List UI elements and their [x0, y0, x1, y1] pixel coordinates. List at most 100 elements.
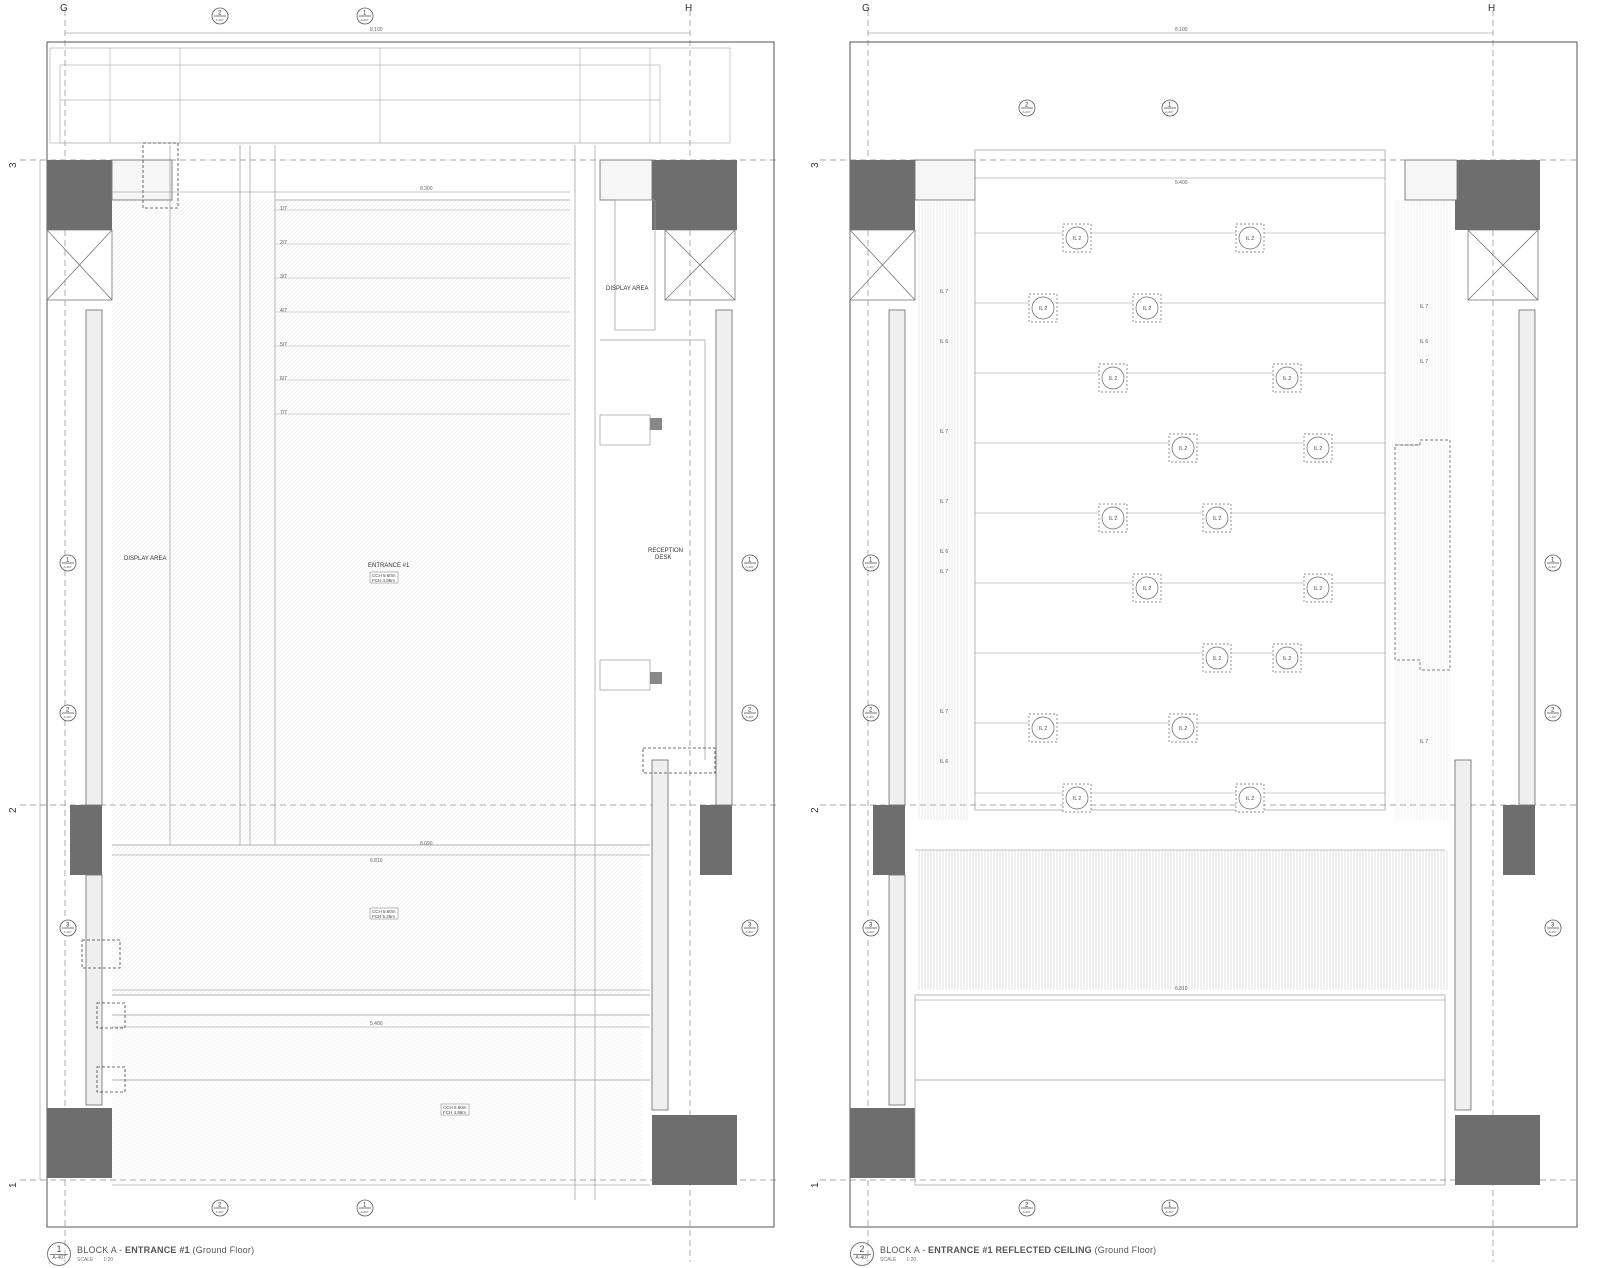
section-marker-number: 3: [869, 923, 873, 929]
side-tag: IL 6: [940, 549, 948, 555]
light-fixture: IL 2: [1235, 223, 1265, 253]
light-tag: IL 2: [1283, 376, 1291, 382]
step-label: 5/7: [280, 342, 287, 348]
ceiling-slat-zone-left: [918, 200, 968, 820]
side-tag: IL 7: [940, 289, 948, 295]
canopy-structure: [49, 47, 731, 144]
section-marker-ref: A-407: [64, 715, 72, 719]
grid-label-g-right: G: [862, 3, 870, 14]
light-fixture: IL 2: [1132, 573, 1162, 603]
view-title-main: ENTRANCE #1: [125, 1245, 190, 1255]
section-marker: 2A-407: [1544, 704, 1562, 722]
side-tag: IL 7: [940, 709, 948, 715]
section-marker-ref: A-407: [1023, 1210, 1031, 1214]
tag-cch-1: CCH 5.60m: [372, 573, 396, 578]
light-fixture: IL 2: [1272, 643, 1302, 673]
section-marker-ref: A-407: [361, 1210, 369, 1214]
label-display-area-left: DISPLAY AREA: [124, 556, 166, 562]
view-number: 1: [56, 1244, 62, 1254]
dimension-lines: [39, 32, 690, 1186]
light-tag: IL 2: [1213, 656, 1221, 662]
room-labels: ENTRANCE #1 DISPLAY AREA DISPLAY AREA RE…: [124, 286, 683, 569]
tag-fch-3: FCH 4.96m: [443, 1110, 466, 1115]
grid-label-1-left: 1: [8, 1182, 19, 1188]
light-tag: IL 2: [1213, 516, 1221, 522]
light-tag: IL 2: [1143, 586, 1151, 592]
section-marker-number: 1: [363, 11, 367, 17]
light-tag: IL 2: [1314, 586, 1322, 592]
section-marker: 3A-407: [59, 919, 77, 937]
light-tag: IL 2: [1109, 376, 1117, 382]
section-marker-number: 2: [218, 1203, 222, 1209]
view-title-suffix: (Ground Floor): [189, 1245, 255, 1255]
section-marker-number: 2: [869, 708, 873, 714]
section-marker-number: 1: [66, 558, 70, 564]
stair-steps: [275, 209, 570, 415]
rcp-side-tags: IL 7 IL 6 IL 7 IL 7 IL 6 IL 7 IL 7 IL 6 …: [940, 289, 1428, 765]
column-cases: [46, 229, 736, 301]
section-marker-ref: A-407: [867, 930, 875, 934]
section-marker-number: 3: [66, 923, 70, 929]
section-marker-ref: A-407: [361, 18, 369, 22]
section-marker: 3A-407: [1544, 919, 1562, 937]
view-number-bubble: 1 A-407: [47, 1242, 71, 1266]
rcp-ceiling-grid: [914, 149, 1451, 1186]
view-title-prefix: BLOCK A -: [880, 1245, 929, 1255]
side-tag: IL 7: [1420, 739, 1428, 745]
light-fixture: IL 2: [1098, 363, 1128, 393]
reception-desk-box: [650, 418, 662, 430]
label-desk: DESK: [655, 555, 671, 561]
label-entrance: ENTRANCE #1: [368, 563, 410, 569]
section-marker-ref: A-407: [1166, 1210, 1174, 1214]
section-marker-number: 2: [748, 708, 752, 714]
light-tag: IL 2: [1314, 446, 1322, 452]
rcp-inner-width-dim: 5.400: [1175, 180, 1188, 186]
step-label: 3/7: [280, 274, 287, 280]
section-marker: 1A-407: [1161, 99, 1179, 117]
section-marker-number: 1: [869, 558, 873, 564]
section-marker-number: 2: [1025, 1203, 1029, 1209]
step-label: 4/7: [280, 308, 287, 314]
light-tag: IL 2: [1179, 726, 1187, 732]
section-marker: 2A-407: [741, 704, 759, 722]
section-marker-number: 2: [1551, 708, 1555, 714]
section-marker-ref: A-407: [1023, 110, 1031, 114]
light-fixture: IL 2: [1062, 783, 1092, 813]
structural-columns: [47, 160, 737, 1185]
side-tag: IL 6: [940, 759, 948, 765]
floor-area-upper: [112, 200, 572, 840]
light-tag: IL 2: [1179, 446, 1187, 452]
section-marker-number: 1: [1168, 103, 1172, 109]
floor-plan-panel: 1/7 2/7 3/7 4/7 5/7 6/7 7/7: [39, 27, 775, 1228]
scale-label: SCALE: [77, 1257, 94, 1263]
view-number-bubble: 2 A-407: [850, 1242, 874, 1266]
light-tag: IL 2: [1283, 656, 1291, 662]
side-tag: IL 6: [1420, 339, 1428, 345]
tag-cch-2: CCH 5.60m: [372, 909, 396, 914]
section-marker: 1A-407: [741, 554, 759, 572]
section-marker-ref: A-407: [1549, 715, 1557, 719]
rcp-structural-columns: [850, 160, 1540, 1185]
section-marker: 1A-407: [862, 554, 880, 572]
section-marker: 3A-407: [862, 919, 880, 937]
section-marker-number: 2: [1025, 103, 1029, 109]
grid-label-h-left: H: [685, 3, 692, 14]
section-marker-number: 1: [1168, 1203, 1172, 1209]
section-marker: 2A-407: [1018, 99, 1036, 117]
light-fixture: IL 2: [1168, 433, 1198, 463]
detail-callout-boxes: [81, 142, 716, 1093]
floor-area-lower: [112, 845, 642, 995]
lower-width-dim: 5.400: [370, 1021, 383, 1027]
section-marker: 1A-407: [356, 7, 374, 25]
light-tag: IL 2: [1039, 306, 1047, 312]
side-tag: IL 7: [1420, 359, 1428, 365]
overall-width-dim: 8.100: [370, 27, 383, 33]
light-tag: IL 2: [1073, 236, 1081, 242]
tag-fch-2: FCH 5.26m: [372, 914, 395, 919]
view-title-main: ENTRANCE #1 REFLECTED CEILING: [928, 1245, 1092, 1255]
section-marker-ref: A-407: [64, 565, 72, 569]
section-marker-number: 2: [218, 11, 222, 17]
grid-label-h-right: H: [1488, 3, 1495, 14]
